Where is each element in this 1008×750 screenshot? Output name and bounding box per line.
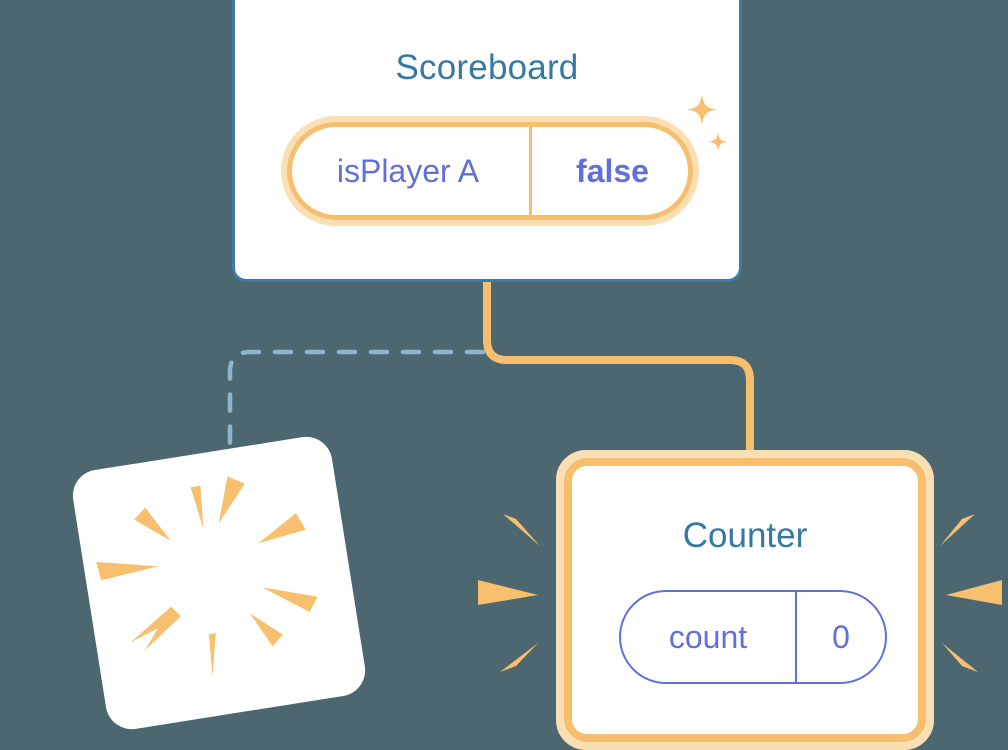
scoreboard-state-value: false — [576, 152, 649, 189]
scoreboard-card[interactable]: Scoreboard isPlayer A false — [232, 0, 742, 282]
scoreboard-title: Scoreboard — [395, 48, 579, 87]
capsule-divider — [529, 122, 532, 220]
counter-rays-left-icon — [478, 514, 540, 672]
counter-ray — [942, 643, 978, 672]
counter-state-capsule[interactable]: count 0 — [619, 590, 887, 684]
burst-ray — [208, 633, 216, 677]
counter-ray — [478, 580, 538, 605]
burst-rays-icon — [96, 476, 318, 677]
counter-card[interactable]: Counter count 0 — [556, 450, 934, 750]
scoreboard-state-key: isPlayer A — [336, 152, 480, 189]
burst-ray — [250, 613, 283, 647]
connector-solid-scoreboard-to-counter — [483, 282, 754, 470]
burst-card[interactable] — [69, 433, 369, 733]
burst-ray — [190, 485, 204, 529]
counter-rays-right-icon — [940, 514, 1002, 672]
capsule-divider — [795, 592, 797, 682]
counter-ray — [946, 580, 1002, 605]
burst-ray — [218, 476, 245, 524]
counter-state-key: count — [668, 618, 748, 655]
burst-ray — [96, 561, 159, 581]
counter-ray — [503, 514, 540, 546]
burst-ray — [134, 507, 171, 542]
counter-ray — [940, 514, 975, 546]
burst-ray — [262, 587, 318, 613]
burst-ray — [258, 513, 306, 544]
counter-title: Counter — [682, 516, 808, 555]
scoreboard-state-capsule[interactable]: isPlayer A false — [281, 116, 699, 226]
counter-ray — [500, 643, 538, 672]
counter-state-value: 0 — [832, 618, 850, 655]
burst-ray — [144, 606, 181, 651]
burst-ray — [130, 606, 181, 643]
